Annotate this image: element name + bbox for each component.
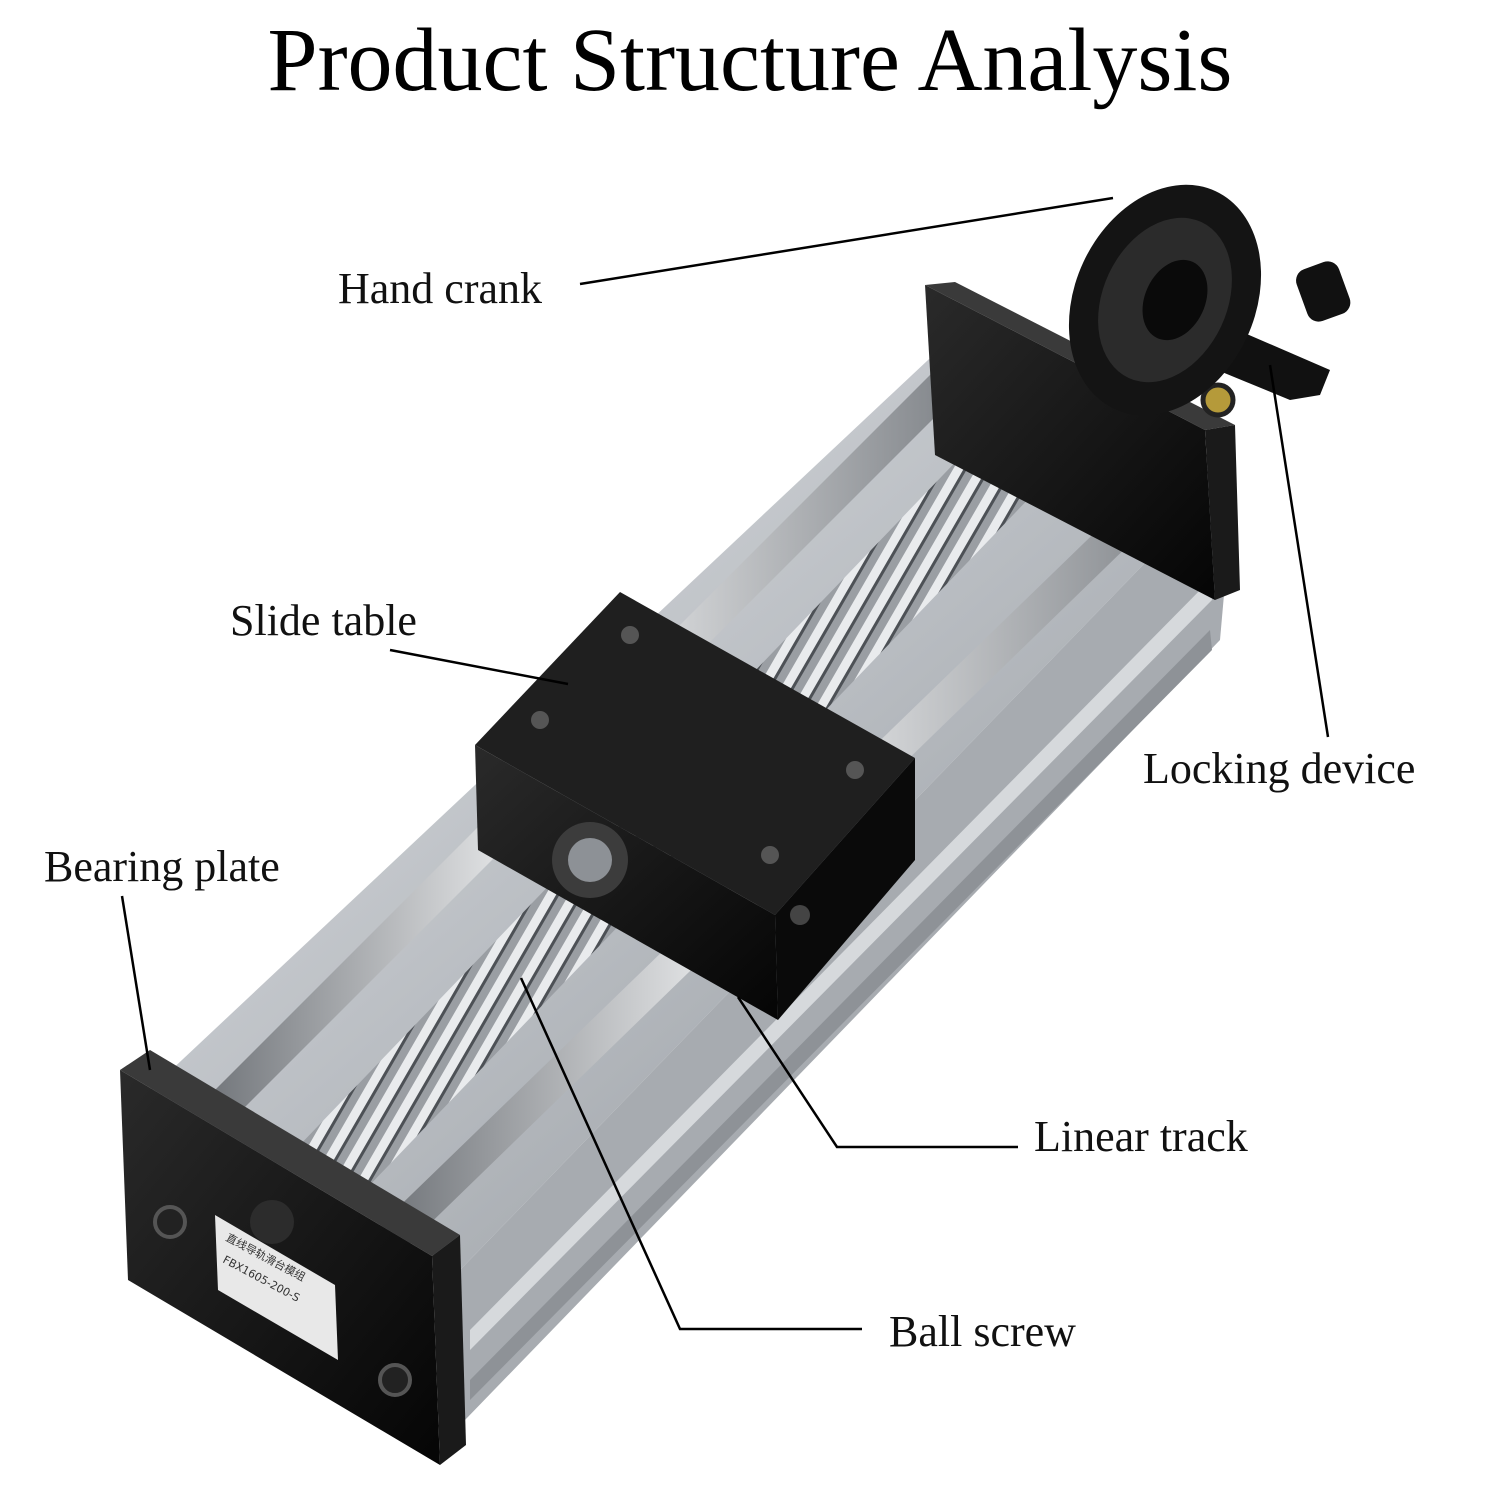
slide-table xyxy=(475,592,915,1020)
leader-slide-table xyxy=(389,648,569,686)
label-slide-table: Slide table xyxy=(230,596,417,645)
leader-linear-track xyxy=(736,996,1018,1149)
leader-locking-device xyxy=(1268,364,1330,738)
hand-wheel xyxy=(1068,184,1351,416)
label-locking-device: Locking device xyxy=(1143,744,1416,793)
leader-lines xyxy=(120,196,1330,1331)
leader-hand-crank xyxy=(579,196,1114,286)
leader-bearing-plate xyxy=(120,895,152,1071)
label-ball-screw: Ball screw xyxy=(889,1307,1076,1356)
page-title: Product Structure Analysis xyxy=(267,11,1233,110)
label-hand-crank: Hand crank xyxy=(338,264,543,313)
label-linear-track: Linear track xyxy=(1034,1112,1248,1161)
label-bearing-plate: Bearing plate xyxy=(44,842,280,891)
near-bearing-plate: 直线导轨滑台模组 FBX1605-200-S xyxy=(120,1050,466,1465)
leader-ball-screw xyxy=(519,977,862,1331)
